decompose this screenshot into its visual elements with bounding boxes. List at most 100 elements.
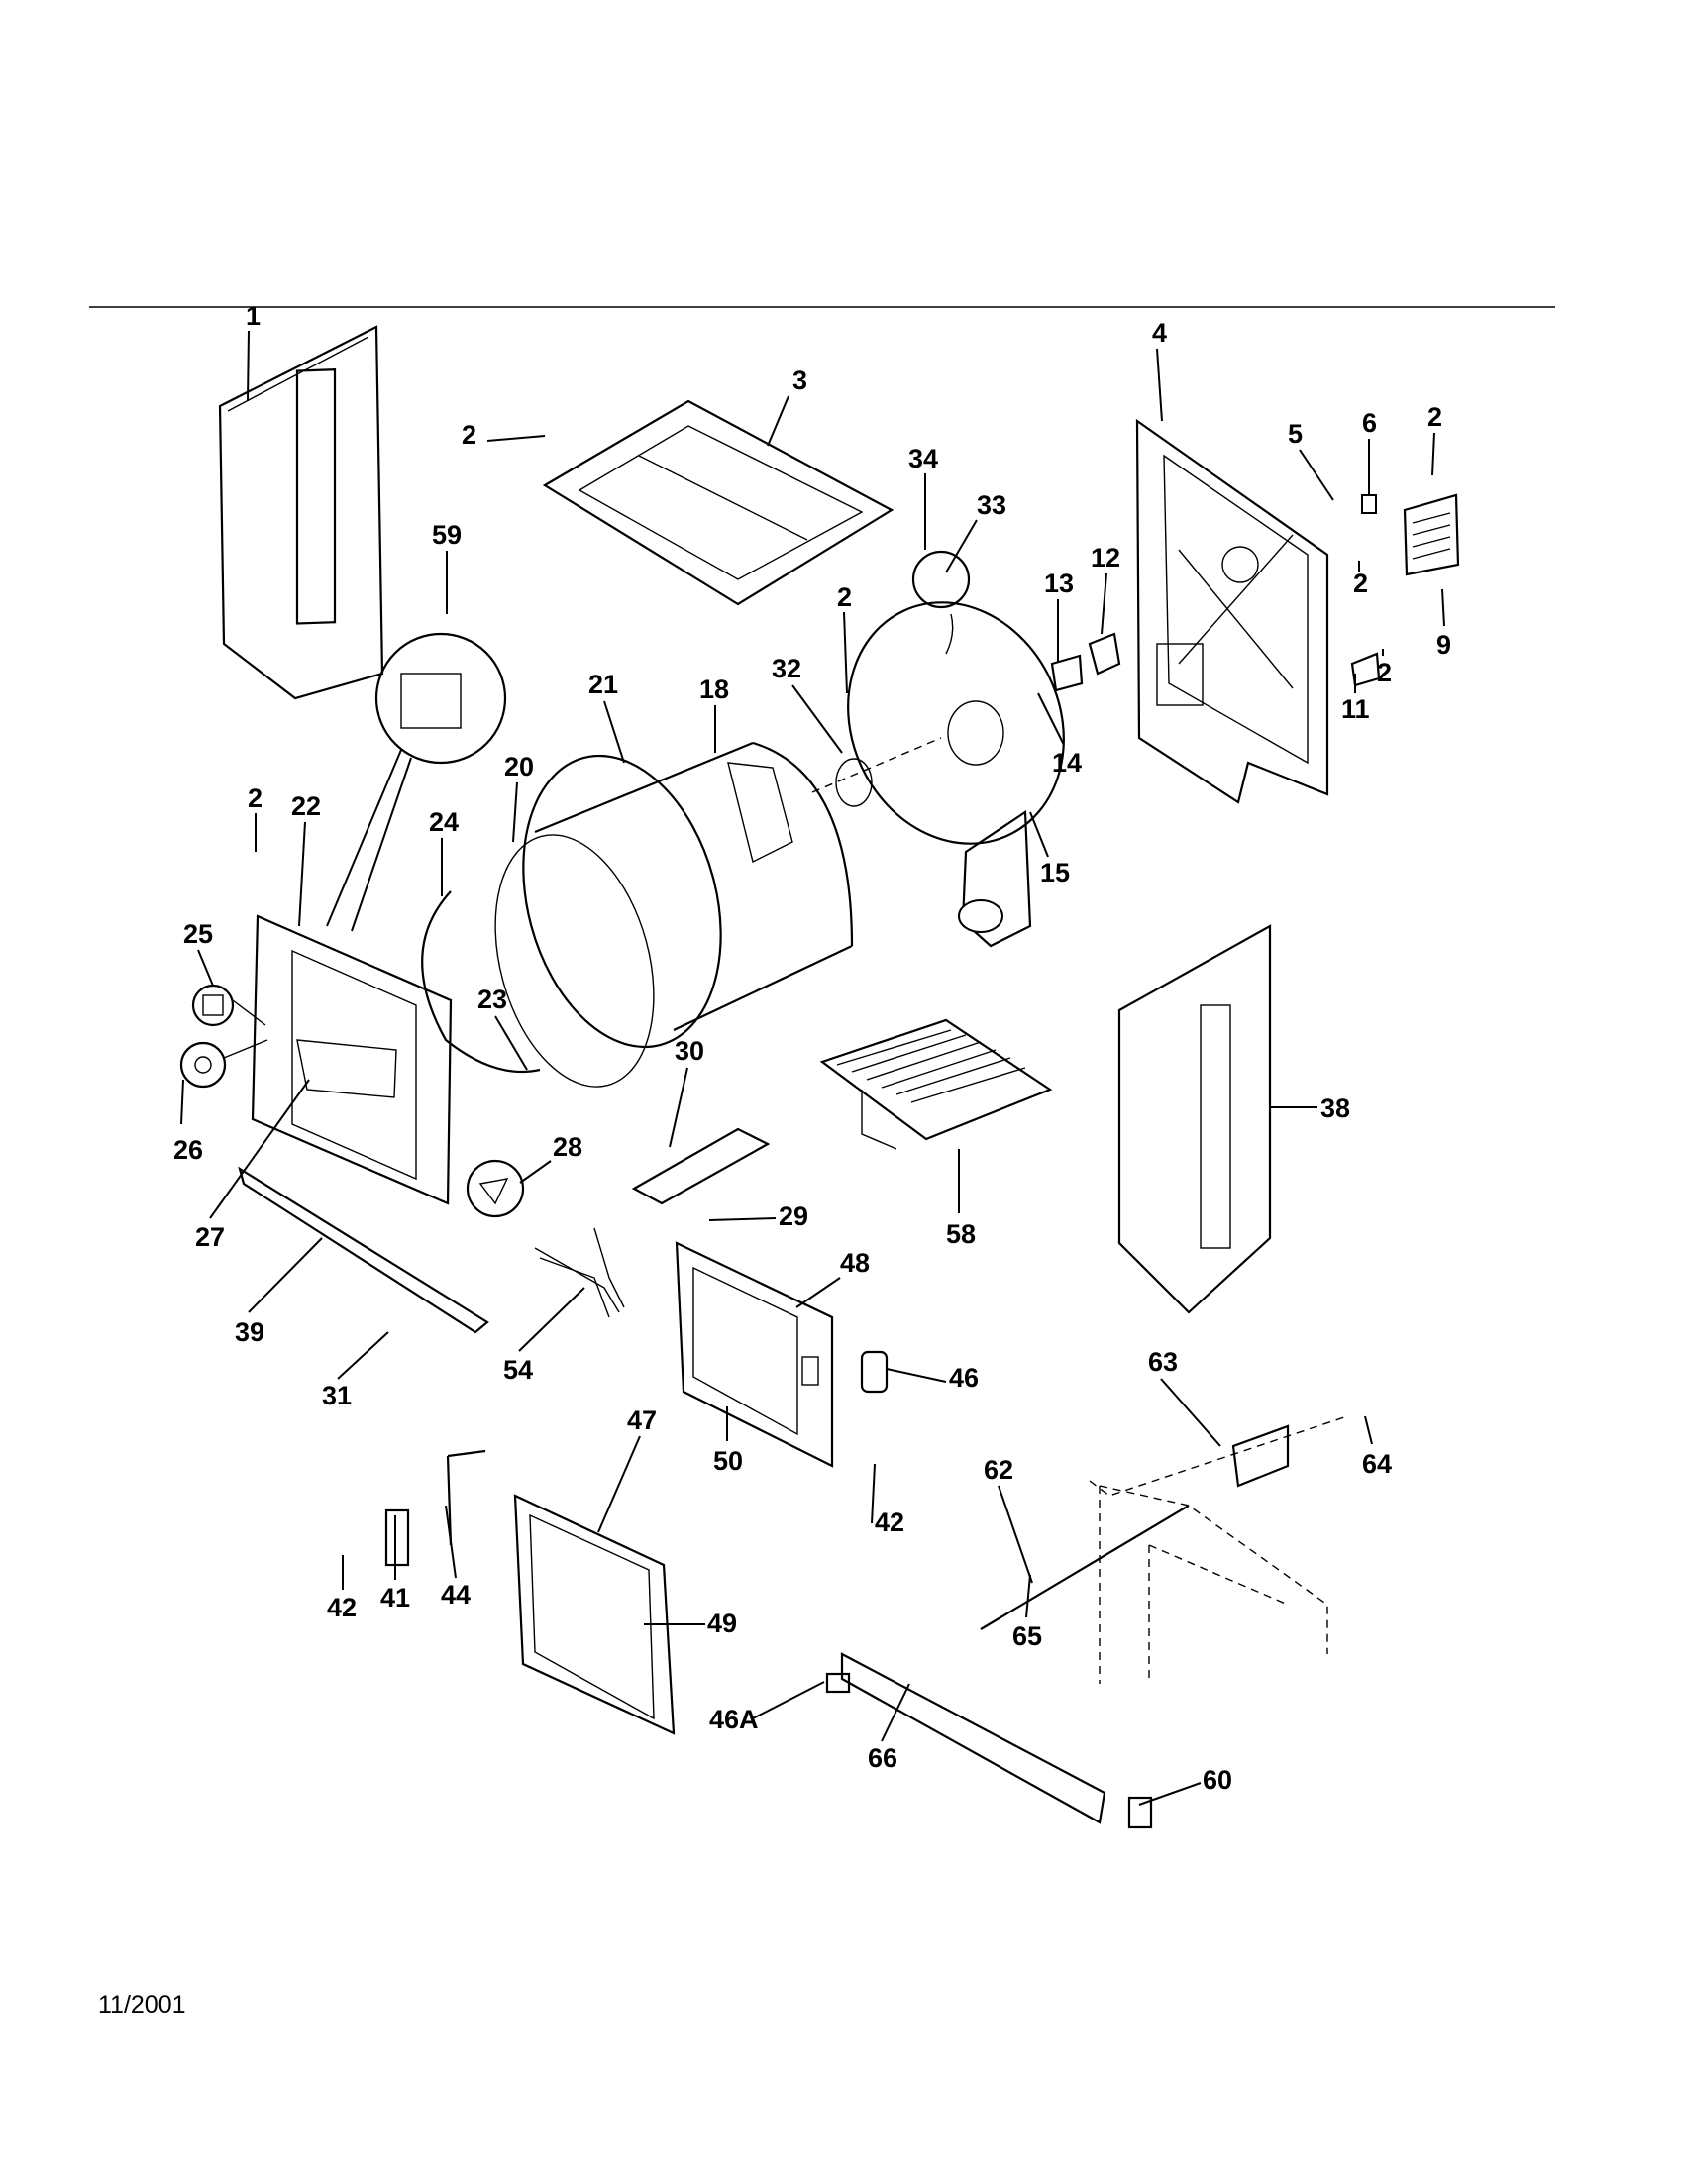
callout-c28: 28 [519,1132,582,1184]
callout-number: 59 [432,520,462,550]
callout-number: 47 [627,1405,657,1435]
part-26-light-bubble [179,1039,268,1089]
callout-c5: 5 [1288,419,1334,501]
leader-line [298,821,306,927]
callout-number: 50 [713,1446,743,1476]
leader-line [1299,449,1334,501]
leader-line [881,1683,910,1742]
leader-line [180,1079,184,1125]
callout-number: 4 [1152,318,1167,348]
callout-c63: 63 [1148,1347,1221,1447]
callout-number: 9 [1436,630,1451,660]
callout-number: 30 [675,1036,704,1066]
part-21-drum [522,741,854,1049]
part-24-seal [421,890,541,1074]
callout-number: 46 [949,1363,979,1393]
callout-number: 28 [553,1132,582,1162]
leader-line [669,1067,688,1148]
callout-c21: 21 [588,670,625,764]
leader-line [248,1237,323,1313]
part-15-rear-bulkhead [847,601,1065,948]
leader-line [767,395,789,447]
callout-c38: 38 [1270,1093,1350,1123]
callout-number: 24 [429,807,459,837]
leader-line [337,1331,389,1380]
callout-c42b: 42 [327,1555,357,1622]
leader-line [1029,811,1049,858]
callout-number: 23 [477,985,507,1014]
leader-line [603,700,625,764]
callout-number: 12 [1091,543,1120,572]
callout-number: 49 [707,1609,737,1638]
callout-number: 44 [441,1580,471,1610]
callout-number: 18 [699,675,729,704]
callout-c64: 64 [1362,1415,1392,1479]
leader-line [886,1368,947,1383]
leader-line [494,1015,528,1071]
part-3-top-panel [542,399,895,606]
callout-number: 26 [173,1135,203,1165]
callout-number: 21 [588,670,618,699]
callout-number: 60 [1203,1765,1232,1795]
callout-number: 64 [1362,1449,1392,1479]
callout-c27: 27 [195,1079,310,1252]
callout-c15: 15 [1029,811,1070,887]
callout-number: 6 [1362,408,1377,438]
callout-c6: 6 [1362,408,1377,495]
callout-number: 2 [1427,402,1442,432]
callout-c3: 3 [767,365,807,447]
callout-c34: 34 [908,444,938,550]
callout-c25: 25 [183,919,214,987]
leader-line [486,435,546,442]
callout-c66: 66 [868,1683,910,1773]
callout-c48: 48 [795,1248,870,1308]
leader-line [1160,1378,1221,1447]
callout-c41: 41 [380,1515,410,1612]
callout-c54: 54 [503,1287,585,1385]
callout-c29: 29 [708,1201,808,1231]
part-4-rear-panel [1135,418,1329,804]
callout-number: 20 [504,752,534,781]
part-39-bottom-panel [238,1166,489,1334]
callout-c47: 47 [597,1405,657,1533]
leader-line [1101,572,1107,635]
part-12-bearing [1088,632,1121,676]
callout-number: 58 [946,1219,976,1249]
callout-c31: 31 [322,1331,389,1410]
callout-number: 38 [1320,1093,1350,1123]
part-9-vent-grille [1403,493,1460,576]
leader-line [1364,1415,1373,1445]
callout-number: 27 [195,1222,225,1252]
callout-number: 2 [462,420,476,450]
part-22-front-panel [251,914,453,1205]
part-46A-clip [825,1672,851,1694]
leader-line [518,1287,585,1352]
callout-c46: 46 [886,1363,979,1393]
callout-c9: 9 [1436,588,1451,660]
part-1-left-side-panel [218,325,384,700]
leader-line [708,1217,777,1221]
callout-number: 63 [1148,1347,1178,1377]
leader-line [512,781,518,843]
leader-line [1025,1574,1031,1618]
callout-c46A: 46A [709,1681,825,1734]
part-28-bubble [466,1159,525,1218]
callout-number: 31 [322,1381,352,1410]
part-60-end-cap [1127,1796,1153,1829]
callout-c4: 4 [1152,318,1167,422]
part-13-bracket [1050,654,1084,692]
callout-number: 25 [183,919,213,949]
callout-number: 13 [1044,569,1074,598]
callout-c24: 24 [429,807,459,896]
part-47-toe-panel [513,1494,676,1735]
leader-line [1138,1782,1202,1806]
leader-line [998,1485,1033,1584]
callout-c33: 33 [945,490,1006,573]
callout-number: 2 [248,783,263,813]
callout-number: 66 [868,1743,897,1773]
callout-number: 2 [1353,569,1368,598]
part-63-latch [1231,1424,1290,1488]
leader-line [795,1277,841,1308]
leader-line [209,1079,310,1219]
